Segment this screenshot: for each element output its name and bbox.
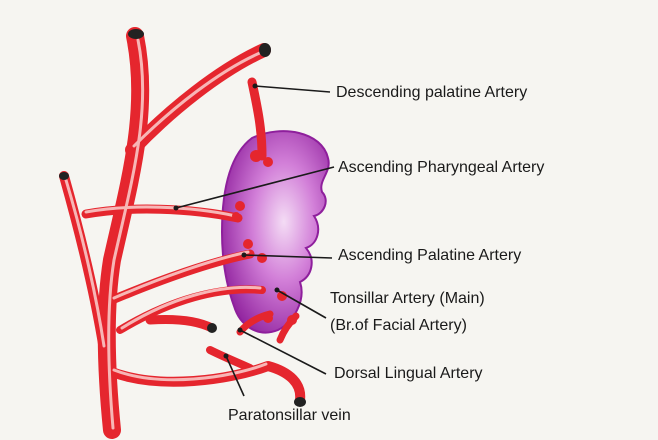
vessel-end-middle: [207, 323, 217, 333]
lingual-artery: [112, 366, 300, 400]
tonsil-body: [222, 131, 329, 332]
leader-descending-palatine: [255, 86, 330, 92]
vessel-end-left: [59, 172, 69, 180]
left-upper-artery: [64, 176, 104, 350]
label-tonsillar-artery-branch: (Br.of Facial Artery): [330, 317, 467, 334]
label-dorsal-lingual-artery: Dorsal Lingual Artery: [334, 365, 483, 382]
vessel-end-bottom-right: [294, 397, 306, 407]
label-tonsillar-artery-main: Tonsillar Artery (Main): [330, 290, 485, 307]
vessel-end-top: [128, 29, 144, 39]
label-descending-palatine-artery: Descending palatine Artery: [336, 84, 527, 101]
tonsillar-branch-lower: [150, 319, 212, 328]
label-paratonsillar-vein: Paratonsillar vein: [228, 407, 351, 424]
label-ascending-palatine-artery: Ascending Palatine Artery: [338, 247, 521, 264]
vessel-end-upper-right: [259, 43, 271, 57]
upper-right-artery: [132, 50, 264, 150]
label-ascending-pharyngeal-artery: Ascending Pharyngeal Artery: [338, 159, 544, 176]
